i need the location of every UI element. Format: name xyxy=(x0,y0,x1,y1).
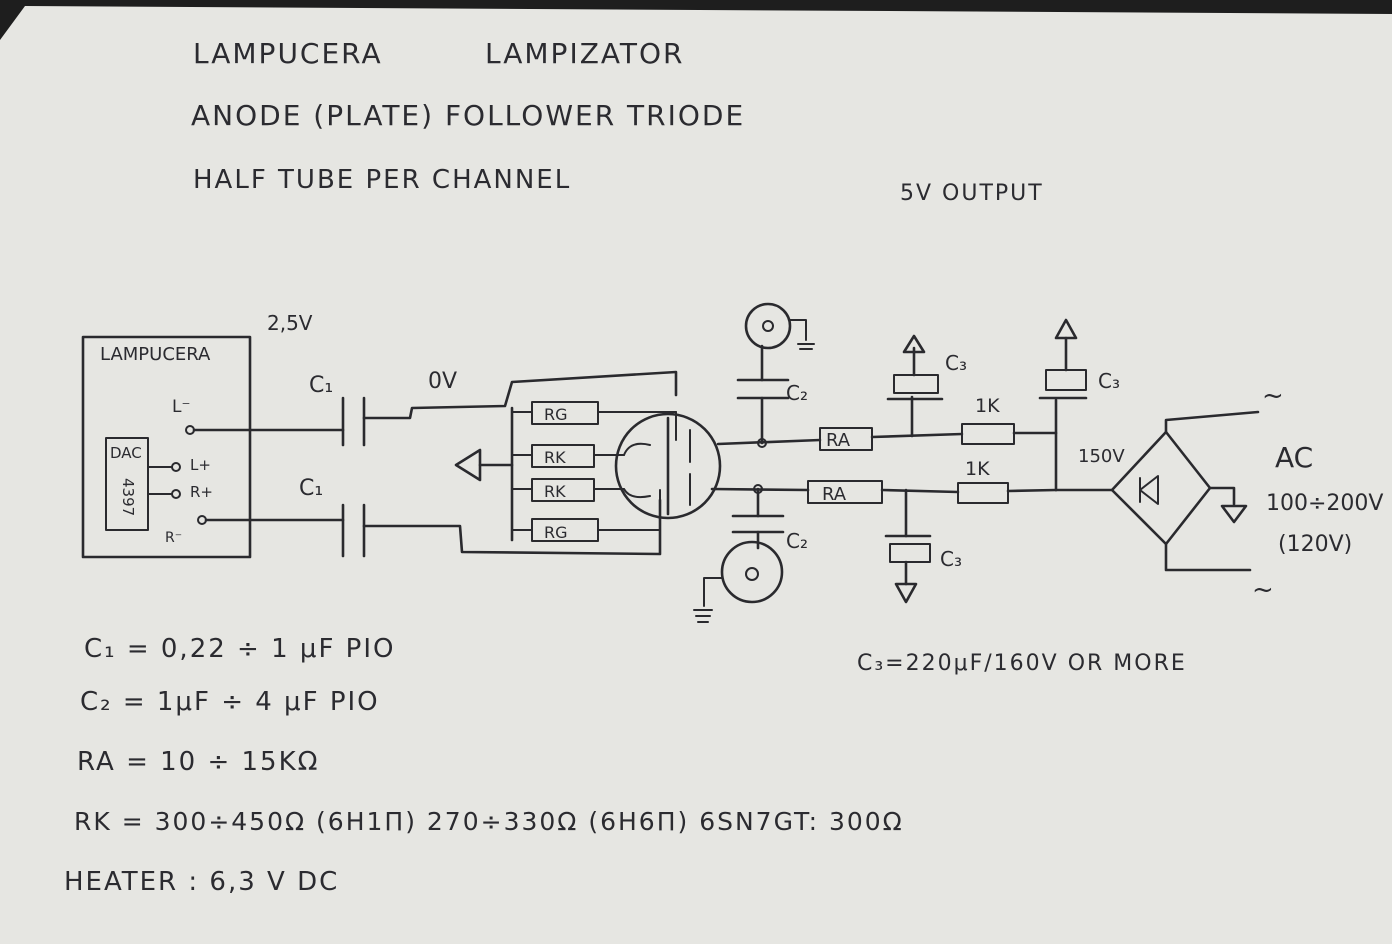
tube-cathode-top xyxy=(623,442,651,456)
output-jack-bottom xyxy=(720,540,784,604)
bridge-ac-top xyxy=(1164,410,1260,434)
c3-tl-ground xyxy=(902,334,926,354)
output-jack-top-center xyxy=(762,320,774,332)
c3-bottom-ground xyxy=(894,582,918,604)
title-lampucera: LAMPUCERA xyxy=(193,37,383,70)
c3-tr-ground xyxy=(1054,318,1078,340)
plate-bottom-lead xyxy=(710,487,810,492)
pin-l-minus: L⁻ xyxy=(172,397,190,417)
rg-top-label: RG xyxy=(544,405,568,424)
source-box-label: LAMPUCERA xyxy=(100,344,211,365)
bridge-ground-lead xyxy=(1208,486,1236,506)
note-rk: RK = 300÷450Ω (6H1Π) 270÷330Ω (6H6Π) 6SN… xyxy=(74,807,904,836)
c2-bottom-label: C₂ xyxy=(786,529,808,553)
output-jack-top xyxy=(744,302,792,350)
c1-bottom-lead-right xyxy=(362,498,662,556)
schematic: LAMPUCERA DAC 4397 L⁻ L+ R+ R⁻ 2,5V 0V C… xyxy=(81,302,1383,623)
bridge-ac-bottom xyxy=(1164,542,1252,572)
ac-tilde-top: ~ xyxy=(1262,381,1284,411)
pin-r-minus: R⁻ xyxy=(165,530,182,546)
r1k-bottom-label: 1K xyxy=(965,458,990,480)
note-heater: HEATER : 6,3 V DC xyxy=(64,867,339,897)
ra-top-resistor xyxy=(819,427,873,451)
dac-label: DAC xyxy=(110,444,142,462)
pin-r-plus: R+ xyxy=(190,483,213,501)
c1-top-label: C₁ xyxy=(309,373,333,398)
subtitle-follower: ANODE (PLATE) FOLLOWER TRIODE xyxy=(191,99,745,132)
source-box xyxy=(81,335,252,559)
output-jack-bottom-center xyxy=(745,567,759,581)
ac-nominal: (120V) xyxy=(1278,532,1352,557)
c1-top-lead-right xyxy=(362,370,678,420)
chip-label: 4397 xyxy=(119,478,137,516)
ac-label: AC xyxy=(1275,441,1313,474)
ac-tilde-bottom: ~ xyxy=(1252,575,1274,605)
voltage-in: 2,5V xyxy=(267,311,313,335)
c3-top-right-label: C₃ xyxy=(1098,369,1120,393)
output-jack-top-ground xyxy=(789,319,815,350)
c3-bottom-body xyxy=(889,543,931,563)
paper xyxy=(0,6,1392,944)
r1k-top-label: 1K xyxy=(975,395,1000,417)
rg-bottom-label: RG xyxy=(544,523,568,542)
ra-bottom-label: RA xyxy=(822,484,847,505)
component-notes: C₁ = 0,22 ÷ 1 μF PIO C₂ = 1μF ÷ 4 μF PIO… xyxy=(64,634,1187,897)
r1k-bottom-resistor xyxy=(957,482,1009,504)
note-c2: C₂ = 1μF ÷ 4 μF PIO xyxy=(80,687,380,717)
pin-l-plus: L+ xyxy=(190,456,211,474)
subtitle-output: 5V OUTPUT xyxy=(900,181,1044,206)
dac-box xyxy=(105,437,149,531)
note-c3: C₃=220μF/160V OR MORE xyxy=(857,651,1187,676)
ra-bottom-lead-right xyxy=(880,488,960,494)
hv-label: 150V xyxy=(1078,446,1125,467)
c3-tl-body xyxy=(893,374,939,394)
c3-top-left-label: C₃ xyxy=(945,351,967,375)
subtitle-half-tube: HALF TUBE PER CHANNEL xyxy=(193,165,571,195)
rk-top-label: RK xyxy=(544,448,566,467)
c1-bottom-label: C₁ xyxy=(299,476,323,501)
tube-cathode-bottom xyxy=(623,488,651,499)
ra-top-lead-right xyxy=(870,432,964,439)
output-jack-bottom-ground xyxy=(693,577,723,623)
note-ra: RA = 10 ÷ 15KΩ xyxy=(77,747,320,777)
voltage-ov: 0V xyxy=(428,369,457,394)
triode-tube xyxy=(614,412,722,520)
title-lampizator: LAMPIZATOR xyxy=(485,37,684,70)
r1k-bottom-lead-right xyxy=(1006,488,1058,493)
bridge-ground xyxy=(1220,504,1248,524)
bridge-diode-symbol xyxy=(1139,475,1159,505)
ac-range: 100÷200V xyxy=(1266,491,1383,516)
ra-top-label: RA xyxy=(826,430,851,451)
plate-top-lead xyxy=(716,438,822,446)
note-c1: C₁ = 0,22 ÷ 1 μF PIO xyxy=(84,634,395,664)
c2-top-label: C₂ xyxy=(786,381,808,405)
rk-bottom-label: RK xyxy=(544,482,566,501)
ra-bottom-resistor xyxy=(807,480,883,504)
c3-bottom-label: C₃ xyxy=(940,547,962,571)
